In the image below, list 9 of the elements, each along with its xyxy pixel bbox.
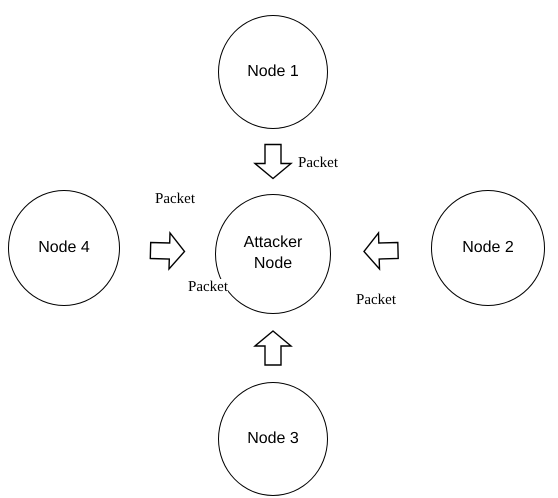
node-label: Node 4 xyxy=(38,238,90,258)
node-label: Node 2 xyxy=(462,238,514,258)
block-arrow xyxy=(150,231,186,271)
node-label: Node 1 xyxy=(247,62,299,82)
node-label: Node 3 xyxy=(247,428,299,449)
block-arrow xyxy=(253,330,293,366)
block-arrow xyxy=(253,144,293,180)
node-label: Attacker Node xyxy=(242,233,304,274)
block-arrow xyxy=(363,231,399,271)
